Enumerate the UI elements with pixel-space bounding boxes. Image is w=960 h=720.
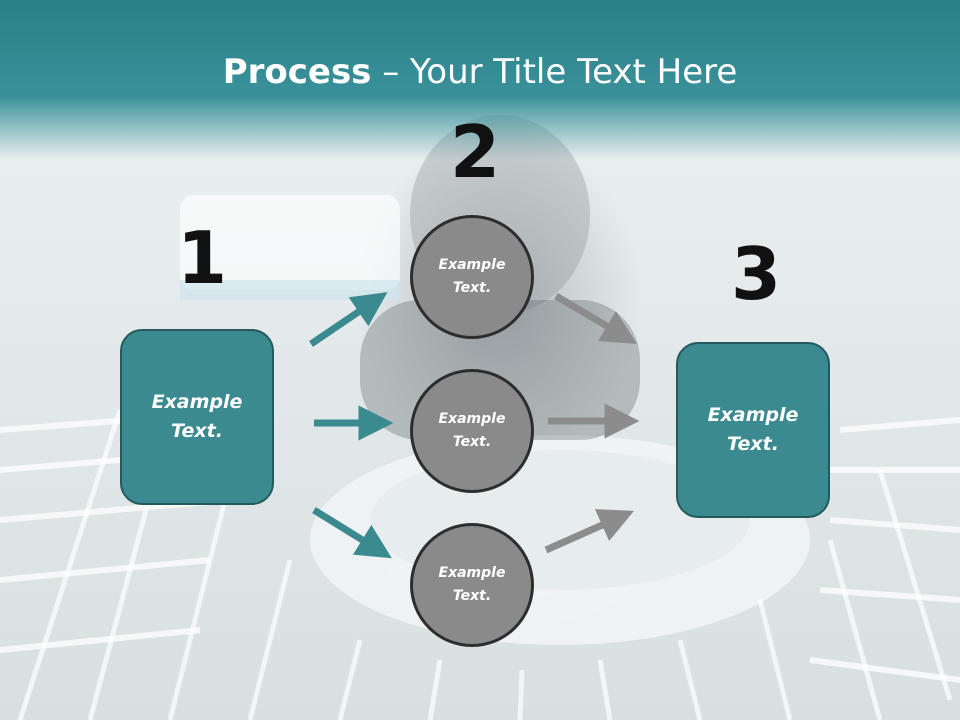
step-3-box: Example Text. <box>676 342 830 518</box>
step-1-box: Example Text. <box>120 329 274 505</box>
arrow-box1-to-circle-top <box>309 292 388 347</box>
arrow-circle-top-to-box3 <box>554 292 638 344</box>
step-number-2: 2 <box>450 110 501 194</box>
arrow-circle-bottom-to-box3 <box>544 509 634 554</box>
title-bold: Process <box>222 52 372 92</box>
title-rest: – Your Title Text Here <box>371 52 738 92</box>
slide-title: Process – Your Title Text Here <box>0 52 960 92</box>
step-1-box-text: Example Text. <box>151 391 243 442</box>
circle-top-text: Example Text. <box>438 257 506 296</box>
step-2-circle-bottom: Example Text. <box>410 523 534 647</box>
arrow-box1-to-circle-bottom <box>312 507 392 559</box>
title-band <box>0 0 960 160</box>
step-2-circle-top: Example Text. <box>410 215 534 339</box>
step-number-1: 1 <box>177 216 228 300</box>
step-number-3: 3 <box>731 232 782 316</box>
circle-bottom-text: Example Text. <box>438 565 506 604</box>
step-3-box-text: Example Text. <box>707 404 799 455</box>
step-2-circle-middle: Example Text. <box>410 369 534 493</box>
circle-middle-text: Example Text. <box>438 411 506 450</box>
